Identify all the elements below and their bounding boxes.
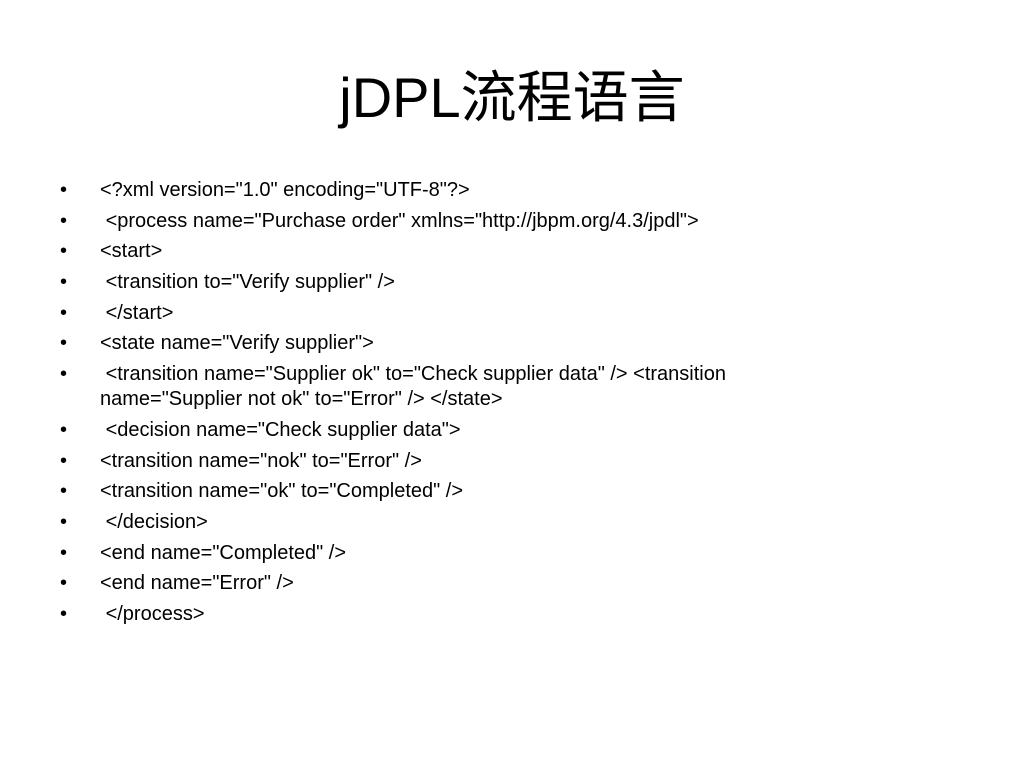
list-item: • <transition to="Verify supplier" /> [56, 270, 856, 295]
list-item: • </start> [56, 301, 856, 326]
bullet-icon: • [60, 240, 68, 263]
list-item: • <transition name="nok" to="Error" /> [56, 449, 856, 474]
list-item: • <end name="Error" /> [56, 571, 856, 596]
list-item-text: </process> [100, 602, 205, 625]
list-item: • </decision> [56, 510, 856, 535]
bullet-icon: • [60, 363, 68, 386]
list-item: • <process name="Purchase order" xmlns="… [56, 209, 856, 234]
list-item-text: <transition name="nok" to="Error" /> [100, 449, 422, 472]
list-item-text: <process name="Purchase order" xmlns="ht… [100, 209, 699, 232]
list-item-text: </decision> [100, 510, 208, 533]
bullet-icon: • [60, 602, 68, 625]
bullet-icon: • [60, 179, 68, 201]
list-item-text: <transition name="Supplier ok" to="Check… [100, 363, 732, 411]
list-item-text: <end name="Completed" /> [100, 541, 347, 564]
bullet-icon: • [60, 510, 68, 533]
bullet-icon: • [60, 541, 68, 564]
list-item-text: <transition name="ok" to="Completed" /> [100, 480, 464, 503]
list-item-text: <?xml version="1.0" encoding="UTF-8"?> [100, 179, 470, 201]
code-bullet-list: • <?xml version="1.0" encoding="UTF-8"?>… [56, 178, 856, 633]
list-item: • <start> [56, 239, 856, 264]
list-item: • <decision name="Check supplier data"> [56, 418, 856, 443]
list-item: • <end name="Completed" /> [56, 541, 856, 566]
bullet-icon: • [60, 301, 68, 324]
bullet-icon: • [60, 480, 68, 503]
list-item-text: </start> [100, 301, 174, 324]
bullet-icon: • [60, 418, 68, 441]
list-item: • <transition name="Supplier ok" to="Che… [56, 362, 856, 412]
bullet-icon: • [60, 572, 68, 595]
list-item-text: <state name="Verify supplier"> [100, 332, 374, 355]
list-item: • <state name="Verify supplier"> [56, 331, 856, 356]
bullet-icon: • [60, 209, 68, 232]
list-item: • </process> [56, 602, 856, 627]
list-item-text: <transition to="Verify supplier" /> [100, 271, 395, 294]
bullet-icon: • [60, 271, 68, 294]
list-item-text: <start> [100, 240, 163, 263]
list-item-text: <decision name="Check supplier data"> [100, 418, 461, 441]
list-item: • <?xml version="1.0" encoding="UTF-8"?> [56, 178, 856, 203]
list-item-text: <end name="Error" /> [100, 572, 294, 595]
bullet-icon: • [60, 449, 68, 472]
list-item: • <transition name="ok" to="Completed" /… [56, 479, 856, 504]
bullet-icon: • [60, 332, 68, 355]
slide-title: jDPL流程语言 [339, 66, 685, 129]
